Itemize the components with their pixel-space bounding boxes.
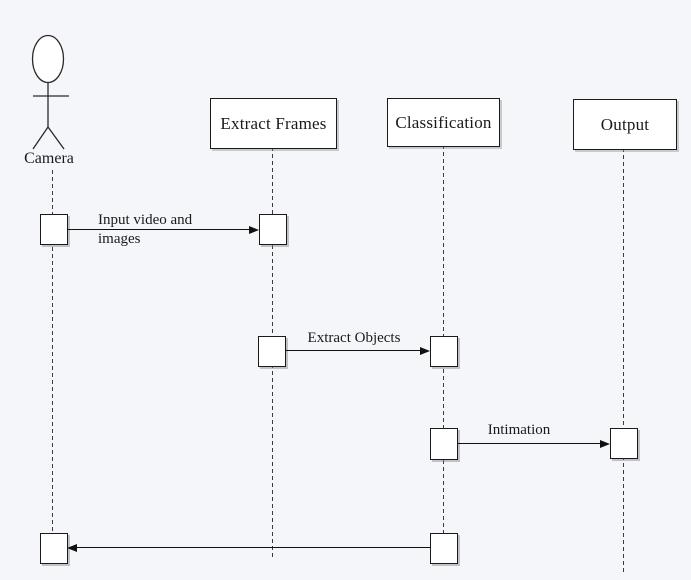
participant-label: Classification [395, 112, 492, 132]
participant-extract-frames: Extract Frames [210, 98, 337, 149]
message-label-2: Extract Objects [307, 330, 401, 346]
activation-classification-2 [430, 428, 458, 460]
message-line-3 [457, 443, 601, 444]
arrowhead-right-icon [600, 439, 610, 448]
actor-stick-figure-icon [31, 34, 69, 150]
arrowhead-left-icon [67, 543, 77, 552]
activation-camera-2 [40, 533, 68, 564]
activation-camera-1 [40, 214, 68, 245]
activation-extract-frames-1 [259, 214, 287, 245]
arrowhead-right-icon [420, 346, 430, 355]
activation-classification-1 [430, 336, 458, 367]
message-label-1: Input video and images [98, 212, 193, 247]
activation-classification-3 [430, 533, 458, 564]
participant-classification: Classification [387, 98, 500, 147]
message-line-1 [67, 229, 249, 230]
message-label-3: Intimation [487, 422, 551, 438]
lifeline-output [623, 148, 624, 575]
participant-output: Output [573, 99, 677, 150]
arrowhead-right-icon [249, 225, 259, 234]
participant-label: Output [600, 114, 650, 134]
participant-label: Extract Frames [220, 113, 327, 133]
lifeline-camera [52, 170, 53, 563]
message-line-4 [77, 547, 430, 548]
message-line-2 [285, 350, 421, 351]
activation-output-1 [610, 428, 638, 459]
actor-label-camera: Camera [24, 150, 74, 167]
activation-extract-frames-2 [258, 336, 286, 367]
